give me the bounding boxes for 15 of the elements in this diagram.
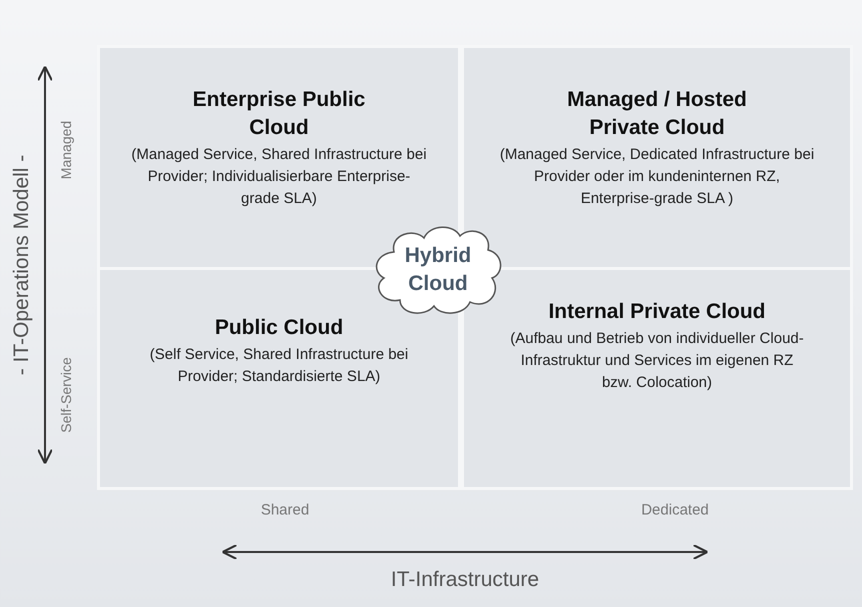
- quadrant-heading: Managed / Hosted Private Cloud: [566, 87, 748, 141]
- quadrant-description: (Self Service, Shared Infrastructure bei Provider; Standardisierte SLA): [149, 345, 409, 387]
- axis-label: Dedicated: [641, 502, 709, 518]
- axis-label: Shared: [260, 502, 310, 518]
- axis-label: - IT-Operations Modell -: [10, 154, 34, 376]
- cloud-label: Hybrid Cloud: [404, 243, 472, 297]
- quadrant-description: (Managed Service, Shared Infrastructure bei Provider; Individualisierbare Enterprise-grade SLA): [130, 145, 428, 209]
- axis-label: IT-Infrastructure: [390, 568, 540, 592]
- quadrant-description: (Managed Service, Dedicated Infrastructure bei Provider oder im kundeninternen RZ, Enterprise-grade SLA ): [498, 145, 816, 209]
- quadrant-heading: Enterprise Public Cloud: [192, 87, 366, 141]
- axis-label: Self-Service: [58, 357, 74, 433]
- quadrant-description: (Aufbau und Betrieb von individueller Cloud-Infrastruktur und Services im eigenen RZ bzw. Colocation): [509, 329, 805, 393]
- axis-label: Managed: [58, 120, 74, 180]
- quadrant-heading: Internal Private Cloud: [548, 299, 766, 325]
- quadrant-heading: Public Cloud: [214, 315, 344, 341]
